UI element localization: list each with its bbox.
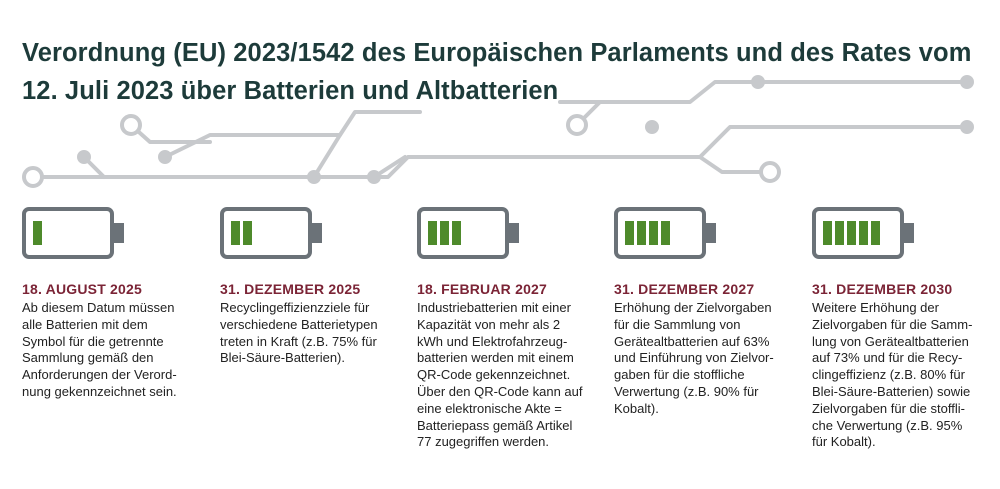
battery-cell <box>625 221 634 245</box>
battery-cell <box>823 221 832 245</box>
milestone-date: 31. DEZEMBER 2025 <box>220 281 361 297</box>
milestone-2027-12: 31. DEZEMBER 2027 Erhöhung der Zielvorga… <box>614 207 794 418</box>
battery-cell <box>452 221 461 245</box>
battery-cell <box>835 221 844 245</box>
battery-cell <box>33 221 42 245</box>
battery-5-bars-icon <box>812 207 914 259</box>
battery-cell <box>428 221 437 245</box>
battery-cell <box>871 221 880 245</box>
page-title: Verordnung (EU) 2023/1542 des Europäisch… <box>22 39 972 105</box>
milestone-2030-12: 31. DEZEMBER 2030 Weitere Erhöhung der Z… <box>812 207 992 451</box>
battery-cell <box>243 221 252 245</box>
milestone-date: 18. AUGUST 2025 <box>22 281 142 297</box>
milestone-2025-12: 31. DEZEMBER 2025 Recyclingeffizienzziel… <box>220 207 400 367</box>
milestone-text: Ab diesem Datum müssen alle Batterien mi… <box>22 300 177 399</box>
battery-3-bars-icon <box>417 207 519 259</box>
battery-2-bars-icon <box>220 207 322 259</box>
milestone-date: 18. FEBRUAR 2027 <box>417 281 548 297</box>
milestone-text: Recyclingeffizienzziele für verschiedene… <box>220 300 378 366</box>
battery-cell <box>637 221 646 245</box>
milestone-text: Industriebatterien mit einer Kapazität v… <box>417 300 583 450</box>
battery-cell <box>661 221 670 245</box>
battery-1-bar-icon <box>22 207 124 259</box>
battery-4-bars-icon <box>614 207 716 259</box>
battery-cell <box>649 221 658 245</box>
milestone-text: Weitere Erhöhung der Zielvorgaben für di… <box>812 300 973 450</box>
battery-cell <box>231 221 240 245</box>
milestone-date: 31. DEZEMBER 2027 <box>614 281 755 297</box>
battery-cell <box>859 221 868 245</box>
battery-cell <box>440 221 449 245</box>
circuit-decoration <box>22 75 974 188</box>
milestone-2027-02: 18. FEBRUAR 2027 Industriebatterien mit … <box>417 207 597 451</box>
battery-cell <box>847 221 856 245</box>
milestone-date: 31. DEZEMBER 2030 <box>812 281 953 297</box>
milestone-text: Erhöhung der Zielvorgaben für die Sammlu… <box>614 300 774 416</box>
milestone-2025-08: 18. AUGUST 2025 Ab diesem Datum müssen a… <box>22 207 202 401</box>
